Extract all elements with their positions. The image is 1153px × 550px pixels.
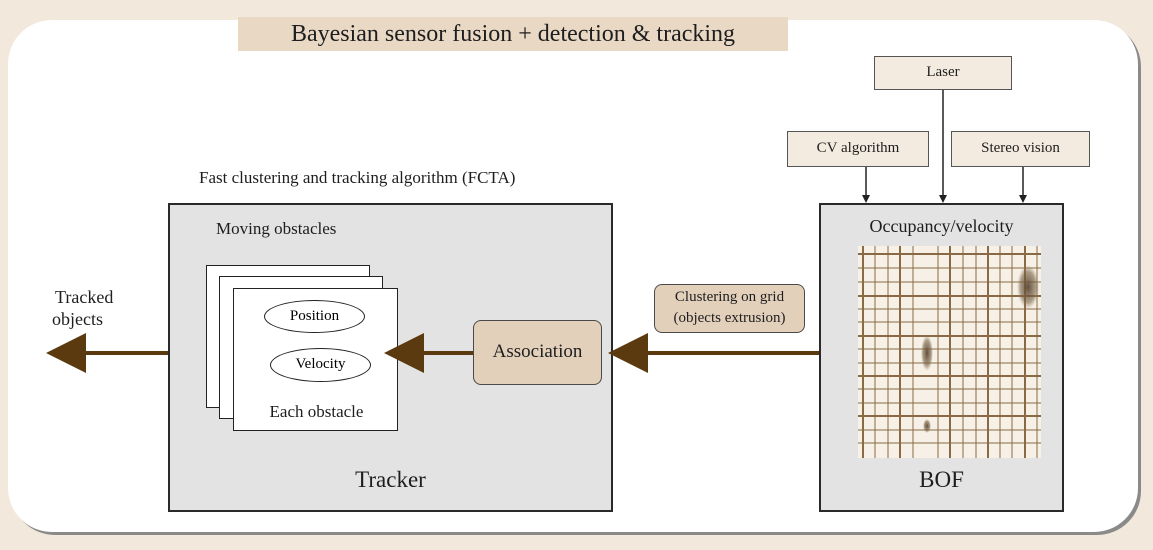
association-label: Association — [492, 341, 583, 362]
diagram-title: Bayesian sensor fusion + detection & tra… — [238, 17, 788, 51]
tracked-objects-line1: Tracked — [55, 287, 114, 307]
velocity-label: Velocity — [295, 356, 346, 372]
moving-obstacles-label: Moving obstacles — [216, 219, 337, 238]
cv-algorithm-label: CV algorithm — [816, 140, 900, 156]
stereo-vision-box: Stereo vision — [951, 131, 1090, 167]
cv-algorithm-box: CV algorithm — [787, 131, 929, 167]
tracked-objects-line2: objects — [52, 309, 103, 329]
clustering-box: Clustering on grid (objects extrusion) — [654, 284, 805, 333]
stereo-vision-label: Stereo vision — [981, 140, 1060, 156]
tracked-objects-label: Tracked objects — [52, 286, 113, 330]
fcta-label: Fast clustering and tracking algorithm (… — [199, 168, 516, 187]
bof-name: BOF — [919, 467, 964, 492]
laser-label: Laser — [926, 64, 960, 80]
position-label: Position — [289, 308, 340, 324]
tracker-name: Tracker — [355, 467, 426, 492]
occupancy-velocity-label: Occupancy/velocity — [869, 216, 1014, 236]
clustering-label-line2: (objects extrusion) — [673, 310, 786, 326]
velocity-ellipse: Velocity — [270, 348, 371, 382]
clustering-label-line1: Clustering on grid — [674, 289, 785, 305]
position-ellipse: Position — [264, 300, 365, 333]
association-box: Association — [473, 320, 602, 385]
occupancy-grid-image — [858, 246, 1041, 458]
laser-sensor-box: Laser — [874, 56, 1012, 90]
each-obstacle-label: Each obstacle — [269, 402, 364, 421]
